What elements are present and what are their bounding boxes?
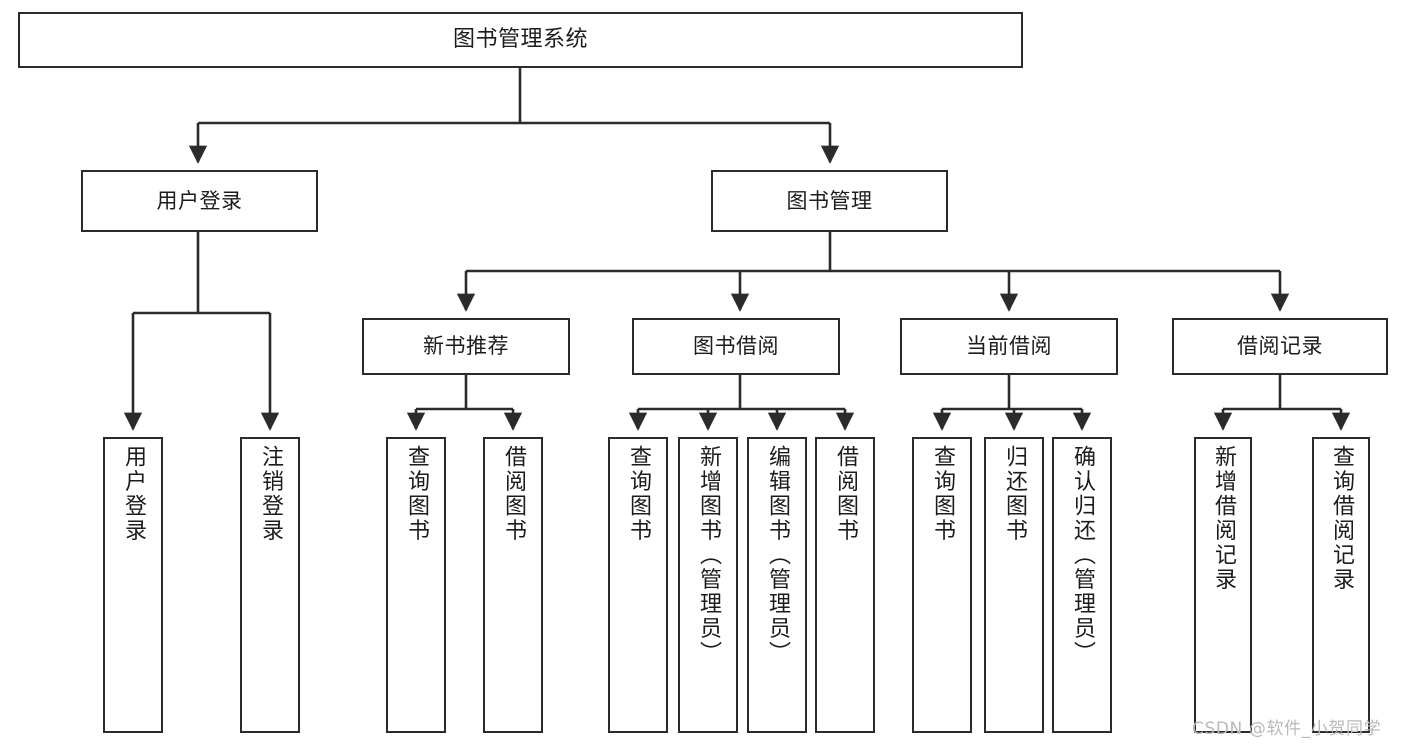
node-leaf-user-login-label: 用户登录: [121, 445, 146, 543]
node-leaf-query-book-3-label: 查询图书: [930, 445, 955, 543]
node-leaf-logout-login[interactable]: 注销登录: [240, 437, 300, 733]
node-leaf-query-record-label: 查询借阅记录: [1329, 445, 1354, 592]
node-leaf-return-book-label: 归还图书: [1002, 445, 1027, 543]
node-leaf-add-record[interactable]: 新增借阅记录: [1194, 437, 1252, 733]
node-current-borrow[interactable]: 当前借阅: [900, 318, 1118, 375]
node-leaf-edit-book-label: 编辑图书（管理员）: [765, 445, 790, 666]
node-leaf-return-book[interactable]: 归还图书: [984, 437, 1044, 733]
node-root-label: 图书管理系统: [452, 27, 588, 53]
node-book-management-label: 图书管理: [786, 188, 873, 213]
node-book-borrow-label: 图书借阅: [693, 334, 779, 359]
node-borrow-record[interactable]: 借阅记录: [1172, 318, 1388, 375]
node-leaf-confirm-return[interactable]: 确认归还（管理员）: [1052, 437, 1112, 733]
node-leaf-query-book-2-label: 查询图书: [626, 445, 651, 543]
node-new-book-recommend[interactable]: 新书推荐: [362, 318, 570, 375]
node-leaf-borrow-book-2[interactable]: 借阅图书: [815, 437, 875, 733]
node-leaf-query-book-2[interactable]: 查询图书: [608, 437, 668, 733]
node-leaf-query-book-1-label: 查询图书: [404, 445, 429, 543]
node-leaf-query-book-1[interactable]: 查询图书: [386, 437, 446, 733]
node-current-borrow-label: 当前借阅: [966, 334, 1052, 359]
node-leaf-borrow-book-1-label: 借阅图书: [501, 445, 526, 543]
node-leaf-add-book[interactable]: 新增图书（管理员）: [678, 437, 738, 733]
node-root[interactable]: 图书管理系统: [18, 12, 1023, 68]
node-borrow-record-label: 借阅记录: [1237, 334, 1323, 359]
node-user-login[interactable]: 用户登录: [81, 170, 318, 232]
node-leaf-query-book-3[interactable]: 查询图书: [912, 437, 972, 733]
node-book-borrow[interactable]: 图书借阅: [632, 318, 840, 375]
node-book-management[interactable]: 图书管理: [711, 170, 948, 232]
node-leaf-add-book-label: 新增图书（管理员）: [696, 445, 721, 666]
node-new-book-recommend-label: 新书推荐: [423, 334, 509, 359]
node-leaf-edit-book[interactable]: 编辑图书（管理员）: [747, 437, 807, 733]
node-leaf-borrow-book-2-label: 借阅图书: [833, 445, 858, 543]
node-user-login-label: 用户登录: [156, 188, 243, 213]
node-leaf-add-record-label: 新增借阅记录: [1211, 445, 1236, 592]
node-leaf-logout-login-label: 注销登录: [258, 445, 283, 543]
node-leaf-borrow-book-1[interactable]: 借阅图书: [483, 437, 543, 733]
node-leaf-confirm-return-label: 确认归还（管理员）: [1070, 445, 1095, 666]
node-leaf-query-record[interactable]: 查询借阅记录: [1312, 437, 1370, 733]
node-leaf-user-login[interactable]: 用户登录: [103, 437, 163, 733]
